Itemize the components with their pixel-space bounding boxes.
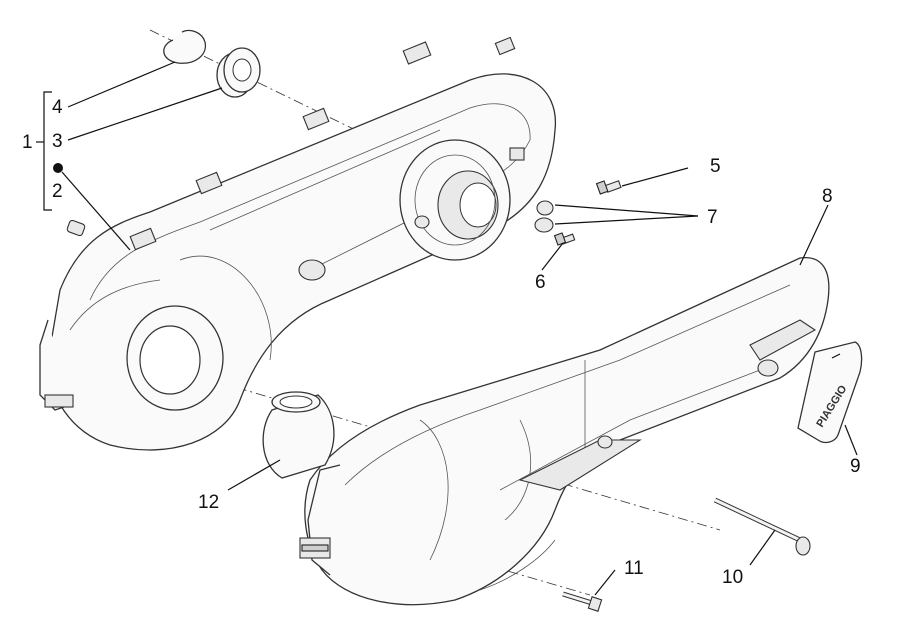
bearing-part bbox=[216, 47, 261, 98]
dowel-part bbox=[66, 219, 86, 237]
outer-cover bbox=[299, 257, 830, 606]
callout-4: 4 bbox=[52, 97, 63, 118]
screw-6 bbox=[553, 232, 576, 246]
callout-2: 2 bbox=[52, 181, 63, 202]
callout-11: 11 bbox=[624, 558, 644, 579]
callout-5: 5 bbox=[710, 156, 721, 177]
screw-11 bbox=[562, 591, 603, 612]
callout-12: 12 bbox=[198, 492, 219, 513]
screw-5 bbox=[595, 180, 622, 195]
callout-10: 10 bbox=[722, 567, 743, 588]
bush-part bbox=[262, 391, 335, 479]
inner-cover bbox=[39, 36, 557, 451]
callout-9: 9 bbox=[850, 456, 861, 477]
axis-line-lower bbox=[159, 364, 721, 531]
callout-6: 6 bbox=[535, 272, 546, 293]
callout-8: 8 bbox=[822, 186, 833, 207]
long-bolt bbox=[713, 497, 811, 556]
callout-3: 3 bbox=[52, 131, 63, 152]
callout-7: 7 bbox=[707, 207, 718, 228]
washers-7 bbox=[534, 200, 554, 233]
group-bracket bbox=[43, 91, 52, 211]
bullet-dot bbox=[53, 163, 63, 173]
brand-badge: PIAGGIO bbox=[797, 341, 863, 444]
circlip-part bbox=[163, 29, 207, 64]
callout-1: 1 bbox=[22, 132, 33, 153]
